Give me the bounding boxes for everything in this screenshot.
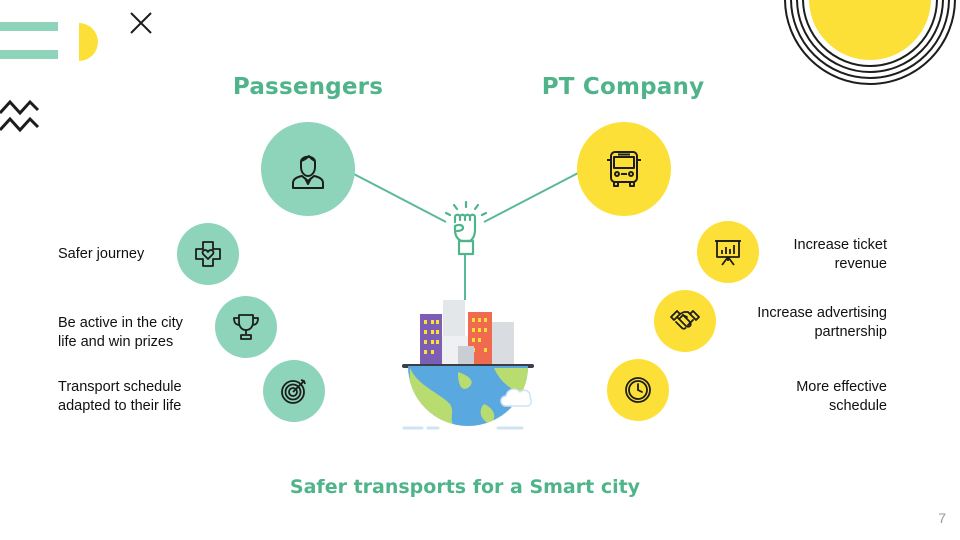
benefit-label-safer-journey: Safer journey (58, 245, 218, 264)
trophy-icon (233, 314, 259, 340)
benefit-label-advertising: Increase advertising partnership (712, 304, 887, 342)
benefit-circle-win-prizes (215, 296, 277, 358)
label-line: Increase advertising (757, 305, 887, 321)
heading-passengers: Passengers (232, 74, 384, 100)
benefit-label-effective-schedule: More effective schedule (712, 378, 887, 416)
decor-sun (809, 0, 931, 60)
passenger-hub (261, 122, 355, 216)
connector-left (349, 171, 447, 223)
company-hub (577, 122, 671, 216)
decor-half-circle (79, 23, 98, 61)
benefit-circle-effective-schedule (607, 359, 669, 421)
decor-zigzag-2 (0, 116, 40, 133)
label-line: revenue (834, 256, 887, 272)
decor-ring-4 (802, 0, 938, 67)
label-line: Be active in the city (58, 315, 183, 331)
label-line: partnership (814, 324, 887, 340)
decor-ring-2 (790, 0, 950, 79)
decor-top-right (784, 0, 956, 85)
passenger-icon (292, 155, 324, 189)
label-line: Increase ticket (793, 237, 888, 253)
benefit-label-ticket-revenue: Increase ticket revenue (712, 236, 888, 274)
clock-icon (625, 377, 651, 403)
handshake-icon (670, 310, 700, 330)
target-icon (281, 379, 306, 404)
decor-cross-icon (130, 12, 152, 34)
benefit-circle-schedule (263, 360, 325, 422)
decor-zigzag-1 (0, 99, 40, 116)
label-line: More effective (796, 379, 887, 395)
label-line: Safer journey (58, 246, 145, 262)
benefit-label-win-prizes: Be active in the city life and win prize… (58, 314, 218, 352)
label-line: life and win prizes (58, 334, 174, 350)
decor-top-left (0, 12, 152, 133)
label-line: schedule (828, 398, 887, 414)
footer-tagline: Safer transports for a Smart city (289, 476, 641, 498)
connector-right (483, 171, 581, 223)
benefit-circle-advertising (654, 290, 716, 352)
decor-ring-1 (784, 0, 956, 85)
presentation-chart-icon (715, 240, 741, 266)
page-number: 7 (938, 510, 946, 526)
benefit-circle-safer-journey (177, 223, 239, 285)
benefit-circle-ticket-revenue (697, 221, 759, 283)
label-line: Transport schedule (58, 379, 182, 395)
decor-stripe-2 (0, 50, 58, 59)
decor-stripe-1 (0, 22, 58, 31)
decor-ring-3 (796, 0, 944, 73)
bus-icon (607, 151, 641, 187)
heading-pt-company: PT Company (541, 74, 705, 100)
raised-fist-icon (444, 200, 488, 256)
heart-cross-icon (195, 241, 221, 267)
smart-city-globe-icon (402, 300, 534, 430)
benefit-label-schedule: Transport schedule adapted to their life (58, 378, 228, 416)
label-line: adapted to their life (58, 398, 182, 414)
